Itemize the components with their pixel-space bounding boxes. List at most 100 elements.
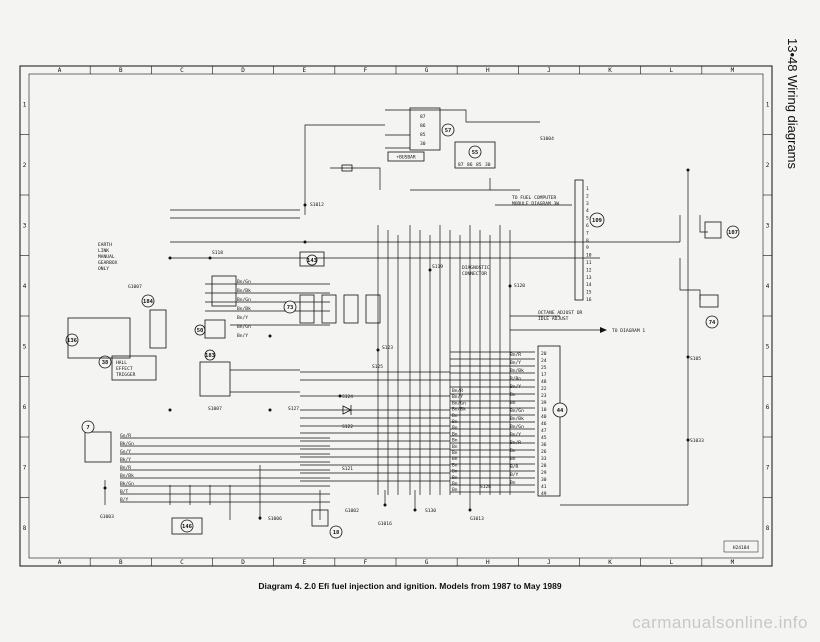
diagnostic-connector-note: CONNECTOR <box>462 271 487 277</box>
wire-colour-label: Bn/R <box>510 440 521 446</box>
injector-3 <box>343 294 359 324</box>
ecu-pin-number: 41 <box>541 484 547 490</box>
wire-colour-label: Bn/Bk <box>510 416 524 422</box>
wire <box>304 124 385 205</box>
relay-pin-number: 85 <box>420 132 426 138</box>
wire-colour-label: Bn <box>452 475 458 481</box>
ecu-pin-number: 47 <box>541 428 547 434</box>
wire-colour-label: Bn <box>452 487 458 493</box>
wire-colour-label: Bn <box>452 450 458 456</box>
wire-colour-label: Bn/Y <box>510 360 521 366</box>
component-number: 44 <box>557 408 564 414</box>
component-136-circle <box>65 333 79 347</box>
wire-colour-label: R/Bn <box>510 376 521 382</box>
component-number: 143 <box>307 258 317 264</box>
wire-colour-label: Bn <box>452 444 458 450</box>
coil-block-box <box>67 317 131 359</box>
wire-colour-label: Bn <box>510 448 516 454</box>
wire-colour-label: Bn/Y <box>237 333 248 339</box>
wire-colour-label: Bn/Bk <box>237 306 251 312</box>
wire-colour-label: Bn/Bk <box>120 473 134 479</box>
grid-col-label-top: L <box>669 67 673 74</box>
ecu-pin-number: 22 <box>541 386 547 392</box>
ecu-pin-number: 24 <box>541 358 547 364</box>
module-pin-number: 10 <box>586 253 592 259</box>
grid-col-label-bottom: G <box>425 559 429 566</box>
earth-note: MANUAL <box>98 254 115 260</box>
grid-col-label-top: F <box>364 67 368 74</box>
component-number: 73 <box>287 305 294 311</box>
ecu-pin-number: 39 <box>541 400 547 406</box>
component-183-circle <box>204 349 216 361</box>
ecu-pin-number: 26 <box>541 449 547 455</box>
ecu-pin-number: 48 <box>541 379 547 385</box>
splice-label: S121 <box>342 466 353 472</box>
splice-dot <box>376 348 380 352</box>
component-74-box <box>699 294 719 308</box>
component-number: 7 <box>86 425 89 431</box>
hall-effect-label: EFFECT <box>116 366 133 372</box>
grid-col-label-bottom: B <box>119 559 123 566</box>
module-pin-number: 14 <box>586 282 592 288</box>
wire-colour-label: Bn/Y <box>510 384 521 390</box>
wire-colour-label: Bn <box>510 480 516 486</box>
inner-border <box>28 73 764 559</box>
ecu-pin-number: 40 <box>541 414 547 420</box>
module-pin-number: 3 <box>586 201 589 207</box>
component-143-circle <box>306 254 318 266</box>
busbar-label: +BUSBAR <box>396 155 416 161</box>
component-7-box <box>84 431 112 463</box>
module-109-connector <box>574 179 584 301</box>
grid-row-label-left: 5 <box>23 343 27 350</box>
module-pin-number: 12 <box>586 267 592 273</box>
component-50-circle <box>194 324 206 336</box>
diagram-caption: Diagram 4. 2.0 Efi fuel injection and ig… <box>258 581 562 591</box>
component-number: 74 <box>709 320 716 326</box>
grid-col-label-top: C <box>180 67 184 74</box>
component-143-box <box>299 251 325 267</box>
module-pin-number: 9 <box>586 245 589 251</box>
component-38-circle <box>98 355 112 369</box>
wire-colour-label: Bn/Gn <box>237 297 251 303</box>
relay-pin-number: 30 <box>420 141 426 147</box>
splice-label: S122 <box>342 424 353 430</box>
splice-dot <box>686 168 690 172</box>
splice-dot <box>413 508 417 512</box>
relay55-pin-number: 85 <box>476 162 482 168</box>
grid-col-label-top: K <box>608 67 612 74</box>
wire-colour-label: Bn <box>510 456 516 462</box>
wire <box>679 258 701 300</box>
to-diagram-note: TO DIAGRAM 1 <box>612 328 645 334</box>
grid-col-label-bottom: F <box>364 559 368 566</box>
component-number: 146 <box>182 524 193 530</box>
relay-pin-number: 87 <box>420 114 426 120</box>
busbar-box <box>387 151 425 162</box>
component-number: 55 <box>472 150 479 156</box>
component-number: 184 <box>143 299 154 305</box>
ref-code-box <box>723 540 759 553</box>
component-number: 38 <box>102 360 109 366</box>
wire-colour-label: Bk/Y <box>120 457 131 463</box>
splice-dot <box>383 503 387 507</box>
wire <box>699 215 708 233</box>
wire <box>385 109 540 123</box>
earth-note: LINK <box>98 248 109 254</box>
hall-effect-label: TRIGGER <box>116 372 136 378</box>
module-pin-number: 2 <box>586 193 589 199</box>
module-pin-number: 5 <box>586 216 589 222</box>
grid-col-label-bottom: D <box>241 559 245 566</box>
ecu-pin-number: 25 <box>541 365 547 371</box>
component-146-box <box>171 517 203 535</box>
wire-colour-label: Bn <box>452 431 458 437</box>
grid-col-label-top: M <box>731 67 735 74</box>
splice-label: S105 <box>690 356 701 362</box>
component-number: 57 <box>445 128 452 134</box>
module-pin-number: 1 <box>586 186 589 192</box>
throttle-switch-box <box>211 275 237 307</box>
diagnostic-connector-note: DIAGNOSTIC <box>462 265 490 271</box>
octane-adjust-note: IDLE ADJUST <box>538 316 569 322</box>
module-pin-number: 6 <box>586 223 589 229</box>
fuel-computer-note: MODULE DIAGRAM 3W <box>512 201 559 207</box>
wire-colour-label: Bn <box>510 400 516 406</box>
